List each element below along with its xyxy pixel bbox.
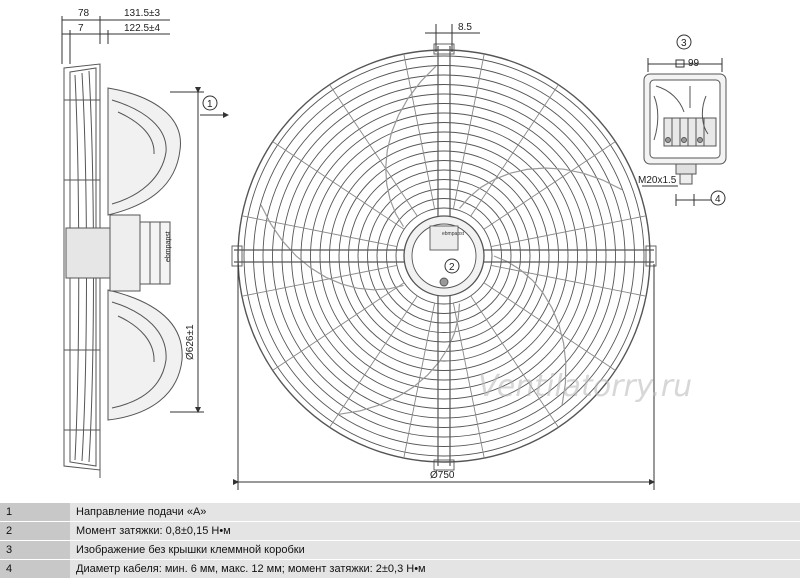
mount-foot-right [646,246,656,266]
technical-drawing: 78 7 131.5±3 122.5±4 Ø626±1 ebmpapst 1 8… [0,0,800,500]
legend-text: Изображение без крышки клеммной коробки [70,541,800,560]
callout-1: 1 [207,99,213,110]
guard-spoke [491,265,646,296]
dim-diameter-outer: Ø750 [430,470,455,481]
dim-top-offset: 8.5 [458,22,472,33]
guard-spoke [242,265,397,296]
legend-text: Диаметр кабеля: мин. 6 мм, макс. 12 мм; … [70,560,800,578]
guard-spoke [273,283,404,371]
guard-spoke [453,54,484,209]
fan-blade [339,304,460,415]
legend-row: 1 Направление подачи «А» [0,503,800,522]
guard-spoke [471,296,559,427]
dim-diameter-inner: Ø626±1 [185,324,196,360]
callout-4: 4 [715,194,721,205]
legend-text: Момент затяжки: 0,8±0,15 Н•м [70,522,800,541]
hub-screw [440,278,448,286]
guard-spoke [471,85,559,216]
legend-row: 4 Диаметр кабеля: мин. 6 мм, макс. 12 мм… [0,560,800,578]
dim-thread: M20x1.5 [638,175,677,186]
legend-row: 3 Изображение без крышки клеммной коробк… [0,541,800,560]
legend-number: 3 [0,541,70,560]
dim-side-depth2: 122.5±4 [124,23,161,34]
guard-spoke [330,296,418,427]
legend-number: 4 [0,560,70,578]
callout-3: 3 [681,38,687,49]
dim-side-depth: 131.5±3 [124,8,161,19]
guard-spoke [404,54,435,209]
hub-label-side: ebmpapst [165,231,172,262]
guard-spoke [273,142,404,230]
dim-side-offset: 7 [78,23,84,34]
legend-number: 1 [0,503,70,522]
guard-spoke [484,283,615,371]
dim-side-total: 78 [78,8,90,19]
watermark: Ventilatorry.ru [478,369,692,404]
legend-row: 2 Момент затяжки: 0,8±0,15 Н•м [0,522,800,541]
legend-table: 1 Направление подачи «А» 2 Момент затяжк… [0,502,800,578]
hub-terminal-plate [430,226,458,250]
dim-box-width: 99 [688,58,700,69]
legend-text: Направление подачи «А» [70,503,800,522]
guard-spoke [484,142,615,230]
guard-spoke [491,216,646,247]
hub-label-front: ebmpapst [442,231,465,237]
mount-foot-left [232,246,242,266]
callout-2: 2 [449,262,455,273]
legend-number: 2 [0,522,70,541]
front-view [232,44,656,470]
side-view [62,16,228,478]
guard-spoke [404,303,435,458]
guard-spoke [242,216,397,247]
mount-foot-top [434,44,454,54]
